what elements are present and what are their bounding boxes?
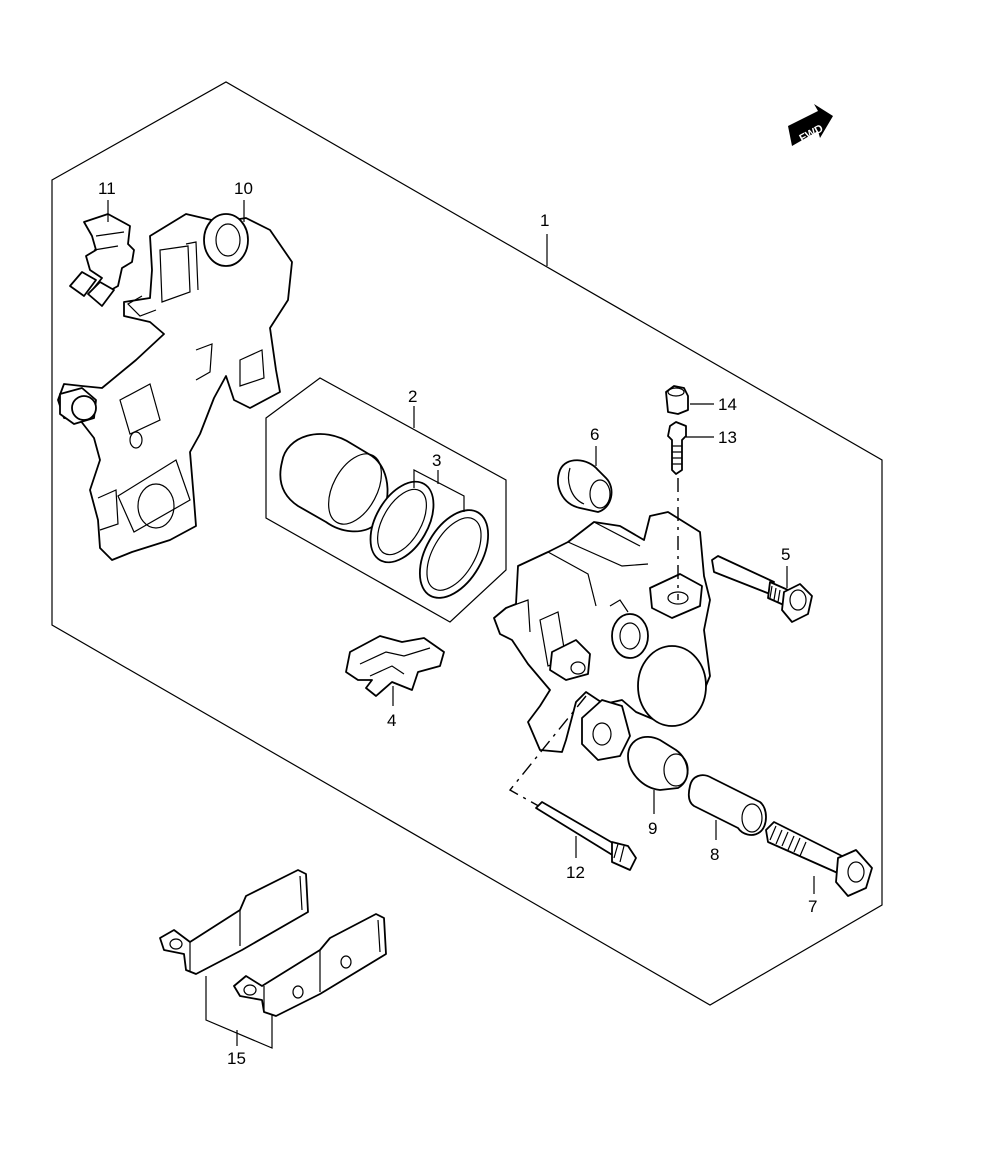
callout-2: 2 (408, 387, 417, 406)
leader-3 (413, 469, 465, 512)
pad-pin-part-12 (535, 801, 637, 871)
brake-pads-part-15 (159, 869, 387, 1017)
piston-seals-part-3 (369, 480, 490, 599)
boot-part-9 (627, 735, 689, 791)
callout-11: 11 (98, 179, 116, 198)
pin-centerline (508, 695, 587, 819)
sleeve-part-8 (687, 774, 767, 836)
assembly-outline (51, 81, 883, 1006)
callout-5: 5 (781, 545, 790, 564)
callout-8: 8 (710, 845, 719, 864)
slide-pin-part-7 (765, 821, 873, 897)
callout-1: 1 (540, 211, 549, 230)
callout-4: 4 (387, 711, 396, 730)
callout-12: 12 (566, 863, 585, 882)
callout-15: 15 (227, 1049, 246, 1068)
callout-7: 7 (808, 897, 817, 916)
caliper-bracket-part-10 (57, 213, 293, 561)
leader-15 (205, 976, 273, 1049)
callout-3: 3 (432, 451, 441, 470)
pad-retainer-part-4 (345, 635, 445, 697)
callout-10: 10 (234, 179, 253, 198)
pad-spring-part-11 (69, 213, 135, 307)
callout-9: 9 (648, 819, 657, 838)
leader-lines (107, 200, 815, 1049)
fwd-arrow-icon: FWD (788, 104, 833, 146)
callout-6: 6 (590, 425, 599, 444)
bleeder-cap-part-14 (665, 385, 689, 415)
slide-pin-part-5 (711, 555, 813, 623)
callout-13: 13 (718, 428, 737, 447)
caliper-body-part-1 (493, 511, 711, 761)
callouts: 1 2 3 4 5 6 7 8 9 10 11 12 13 14 15 (98, 179, 817, 1068)
bleeder-valve-part-13 (667, 421, 687, 475)
piston-group-box (265, 377, 507, 623)
boot-part-6 (557, 459, 613, 513)
callout-14: 14 (718, 395, 737, 414)
